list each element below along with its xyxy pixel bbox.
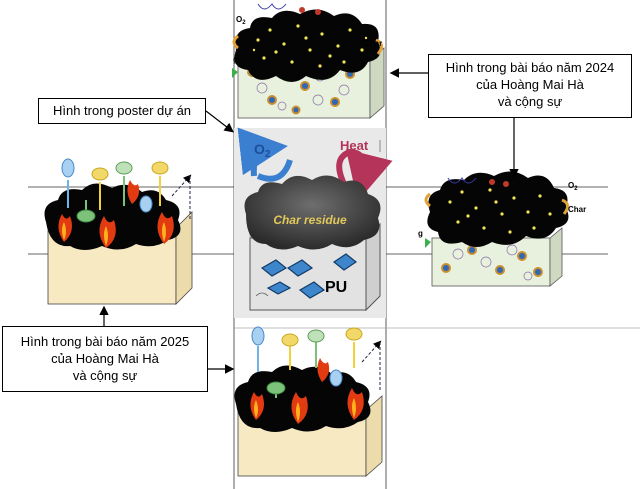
right-oxygen-label: O2 bbox=[568, 181, 578, 192]
oxygen-arrow bbox=[237, 127, 288, 177]
top-char-label: Char bbox=[364, 39, 382, 48]
char-residue-cloud bbox=[244, 175, 381, 250]
bottom-flame-figure bbox=[234, 326, 383, 477]
right-char-figure bbox=[424, 171, 569, 287]
poster-material-label: PU bbox=[325, 279, 347, 296]
paper-2024-callout-line-3: và cộng sự bbox=[497, 94, 563, 109]
flames bbox=[250, 358, 364, 424]
right-g-label: g bbox=[418, 229, 423, 238]
paper-2025-callout-line-3: và cộng sự bbox=[72, 368, 138, 383]
heat-arrow bbox=[336, 148, 393, 202]
poster-char-label: Char residue bbox=[273, 213, 347, 227]
paper-2025-callout: Hình trong bài báo năm 2025 của Hoàng Ma… bbox=[2, 326, 208, 392]
flames bbox=[58, 180, 174, 248]
paper-2024-callout: Hình trong bài báo năm 2024 của Hoàng Ma… bbox=[428, 54, 632, 118]
poster-callout-arrow bbox=[205, 110, 234, 133]
poster-figure bbox=[234, 127, 393, 318]
callout-arrows bbox=[99, 68, 519, 374]
right-char-label: Char bbox=[568, 205, 586, 214]
paper-2024-callout-line-2: của Hoàng Mai Hà bbox=[476, 77, 584, 92]
poster-callout-text: Hình trong poster dự án bbox=[52, 103, 192, 118]
char-dots bbox=[252, 24, 368, 68]
top-oxygen-label: O2 bbox=[236, 15, 246, 26]
char-cloud bbox=[234, 9, 381, 83]
paper-2025-callout-line-2: của Hoàng Mai Hà bbox=[51, 351, 159, 366]
left-flame-figure bbox=[44, 158, 193, 305]
paper-2024-callout-line-1: Hình trong bài báo năm 2024 bbox=[445, 60, 615, 75]
poster-callout: Hình trong poster dự án bbox=[38, 98, 206, 124]
char-cloud bbox=[427, 171, 569, 247]
top-char-figure bbox=[232, 3, 385, 119]
poster-heat-label: Heat bbox=[340, 138, 369, 153]
paper-2025-callout-line-1: Hình trong bài báo năm 2025 bbox=[20, 334, 190, 349]
top-g-label: g bbox=[233, 55, 238, 64]
